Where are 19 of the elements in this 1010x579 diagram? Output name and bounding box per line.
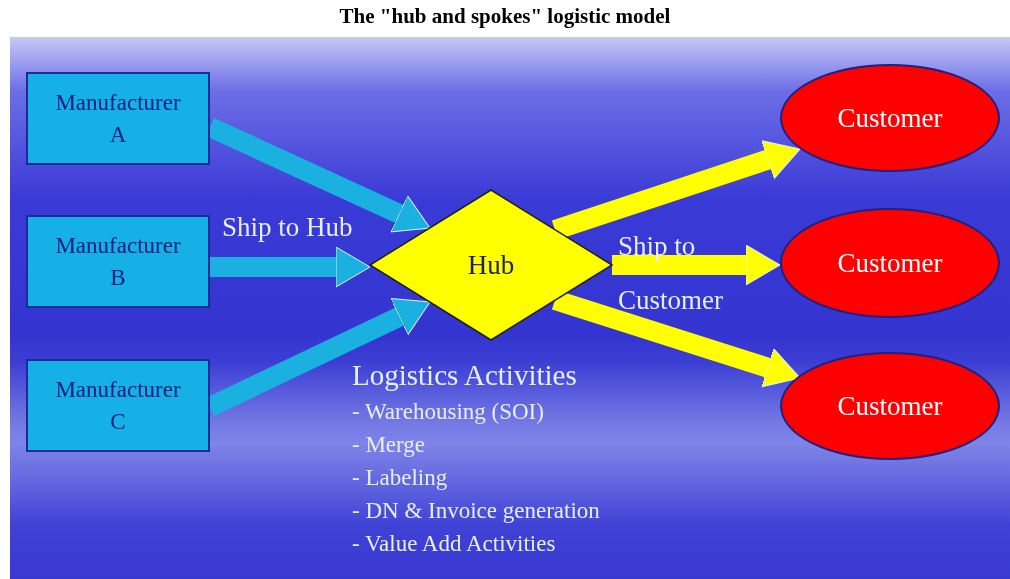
ellipse-node: Customer [780, 64, 1000, 172]
node-label: Hub [467, 249, 515, 281]
activities-heading: Logistics Activities [352, 358, 578, 393]
activity-item: - Value Add Activities [352, 530, 557, 558]
activity-item: - Merge [352, 431, 427, 459]
ellipse-node: Customer [780, 352, 1000, 460]
activity-item: - DN & Invoice generation [352, 497, 600, 525]
process-box: Manufacturer B [26, 215, 210, 308]
edge-label: Ship to Hub [222, 211, 354, 244]
activity-item: - Labeling [352, 464, 449, 492]
process-box: Manufacturer C [26, 359, 210, 452]
block-arrow [210, 246, 371, 288]
activity-item: - Warehousing (SOI) [352, 398, 545, 426]
decision-diamond [370, 190, 612, 340]
block-arrow [612, 244, 781, 286]
ellipse-node: Customer [780, 208, 1000, 318]
edge-label: Ship to Customer [618, 230, 724, 317]
process-box: Manufacturer A [26, 72, 210, 165]
diagram-title: The "hub and spokes" logistic model [338, 4, 672, 29]
